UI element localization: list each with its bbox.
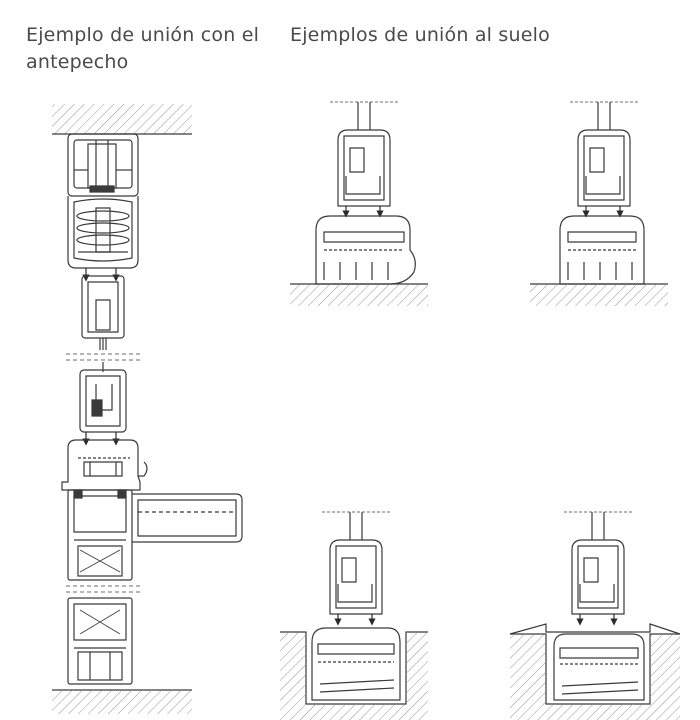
title-floor-connections: Ejemplos de unión al suelo: [290, 24, 550, 46]
upper-vent-profile: [82, 268, 124, 350]
floor-connection-3: [280, 512, 428, 720]
bracket-arm: [132, 494, 242, 542]
lower-sash-profile: [80, 362, 126, 446]
sill-body: [68, 490, 132, 580]
break-line-lower: [66, 586, 140, 592]
floor-hatch: [52, 690, 192, 714]
upper-frame-profile: [68, 134, 138, 268]
sill-connection-section: [52, 104, 242, 714]
floor-connection-4: [510, 512, 680, 720]
ceiling-hatch: [52, 104, 192, 134]
sill-frame-profile: [62, 440, 147, 490]
lower-frame-profile: [68, 598, 132, 684]
floor-connection-2: [530, 102, 668, 306]
floor-connection-1: [290, 102, 428, 306]
break-line: [66, 354, 140, 360]
title-sill-connection: Ejemplo de unión con el antepecho: [26, 24, 260, 73]
